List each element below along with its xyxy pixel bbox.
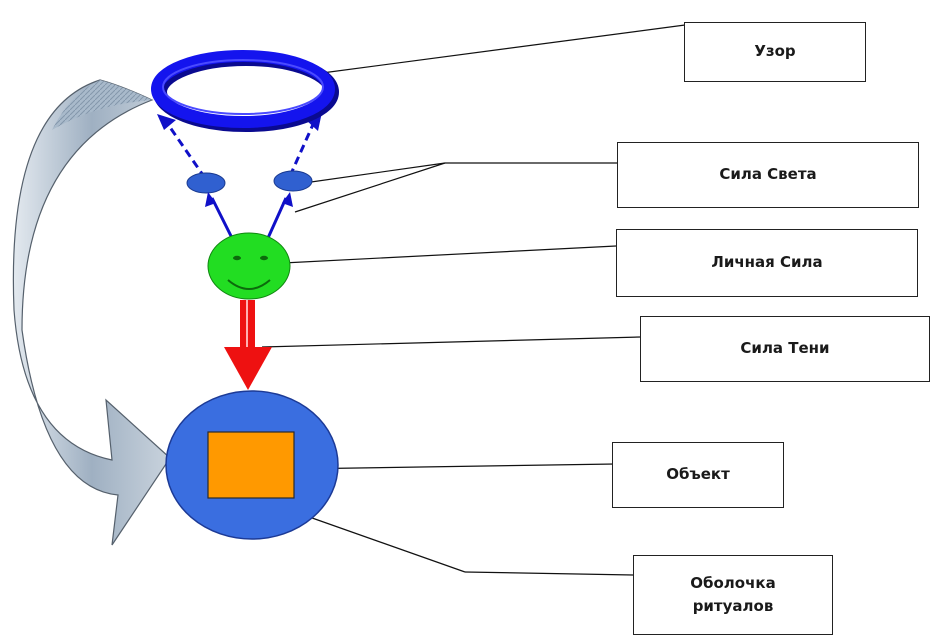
connector-light-1 [303,162,446,184]
connector-shell [297,512,466,573]
label-shadow-force-text: Сила Тени [740,339,830,358]
label-personal-force-text: Личная Сила [711,253,823,272]
connector-lines [261,24,686,576]
arrow-face-to-right-node [266,197,288,239]
label-ritual-shell-line2: ритуалов [692,597,774,615]
arrow-face-to-left-node [210,197,234,239]
pattern-ring [151,50,335,128]
label-shadow-force: Сила Тени [640,316,930,382]
arrowhead-left-node [205,192,216,207]
connector-shell-2 [464,571,634,576]
label-pattern-text: Узор [754,42,796,61]
arrowhead-right-node [282,192,293,207]
dashed-links [163,119,317,179]
pattern-ring-highlight [162,59,324,115]
label-ritual-shell: Оболочка ритуалов [633,555,833,635]
object-square [207,431,295,499]
label-ritual-shell-line1: Оболочка [690,573,776,592]
personal-force-face [207,232,291,300]
connector-pattern [321,24,686,74]
label-object: Объект [612,442,784,508]
label-light-force-text: Сила Света [719,165,817,184]
connector-object [291,463,616,470]
label-object-text: Объект [666,465,730,484]
label-personal-force: Личная Сила [616,229,918,297]
return-arrow-hatch [52,80,152,130]
connector-light-2 [294,162,446,213]
connector-shadow [261,336,641,348]
label-pattern: Узор [684,22,866,82]
return-arrow [12,79,171,546]
light-node-right [273,170,313,192]
dash-arrowhead-left [157,114,176,130]
light-node-left [186,172,226,194]
face-eye-right [260,255,268,261]
shadow-arrowhead [224,347,272,390]
label-light-force: Сила Света [617,142,919,208]
connector-personal [282,245,617,264]
face-smile [227,279,271,290]
face-eye-left [233,255,241,261]
